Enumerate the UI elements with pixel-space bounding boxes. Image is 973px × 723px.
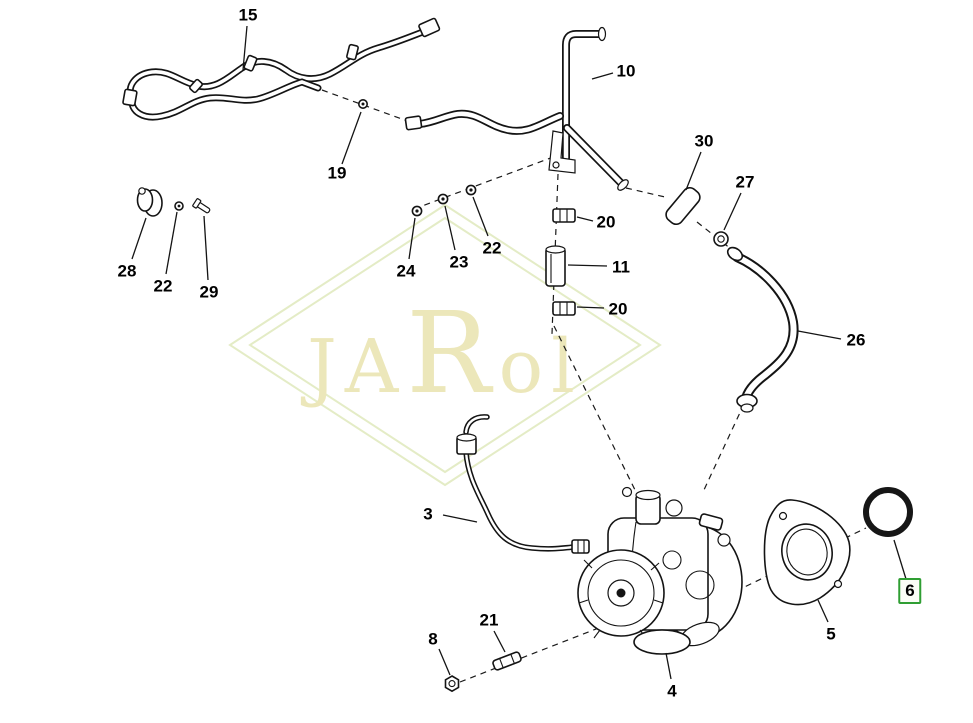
- callout-5[interactable]: 5: [826, 624, 836, 644]
- washer-22-right: [465, 184, 477, 196]
- callout-27[interactable]: 27: [735, 172, 755, 192]
- return-pipe-26: [726, 246, 799, 413]
- wiring-harness-15: [122, 17, 441, 121]
- o-ring-6: [863, 487, 913, 537]
- callout-29[interactable]: 29: [199, 282, 219, 302]
- grommet-28: [136, 187, 163, 217]
- callout-20-bottom[interactable]: 20: [608, 299, 628, 319]
- mounting-plate-5: [763, 499, 851, 606]
- washer-22-left: [174, 201, 184, 211]
- fitting-20-bottom: [552, 301, 576, 316]
- leader-lines: [131, 25, 907, 680]
- callout-23[interactable]: 23: [449, 252, 469, 272]
- fitting-21: [492, 651, 522, 671]
- callout-21[interactable]: 21: [479, 610, 499, 630]
- screw-29: [192, 198, 211, 214]
- callout-20-top[interactable]: 20: [596, 212, 616, 232]
- hose-30: [665, 186, 701, 226]
- clamp-27: [713, 231, 729, 247]
- pipe-assembly-10: [404, 26, 629, 191]
- washer-23: [437, 193, 449, 205]
- callout-24[interactable]: 24: [396, 261, 416, 281]
- callout-11[interactable]: 11: [612, 257, 630, 277]
- callout-19[interactable]: 19: [327, 163, 347, 183]
- nut-8: [444, 675, 460, 693]
- callout-10[interactable]: 10: [616, 61, 636, 81]
- callout-3[interactable]: 3: [423, 504, 433, 524]
- callout-22-left[interactable]: 22: [153, 276, 173, 296]
- watermark-text: JARol: [300, 289, 583, 419]
- watermark: JARol: [228, 203, 662, 487]
- callout-26[interactable]: 26: [846, 330, 866, 350]
- callout-15[interactable]: 15: [238, 5, 258, 25]
- injection-line-3: [456, 414, 590, 554]
- sleeve-11: [545, 245, 566, 287]
- callout-6-highlighted[interactable]: 6: [898, 578, 922, 604]
- callout-4[interactable]: 4: [667, 681, 677, 701]
- fitting-20-top: [552, 208, 576, 223]
- washer-24: [411, 205, 423, 217]
- callout-8[interactable]: 8: [428, 629, 438, 649]
- callout-28[interactable]: 28: [117, 261, 137, 281]
- injection-pump-4: [577, 486, 743, 655]
- callout-22-right[interactable]: 22: [482, 238, 502, 258]
- fastener-19: [357, 99, 368, 110]
- callout-30[interactable]: 30: [694, 131, 714, 151]
